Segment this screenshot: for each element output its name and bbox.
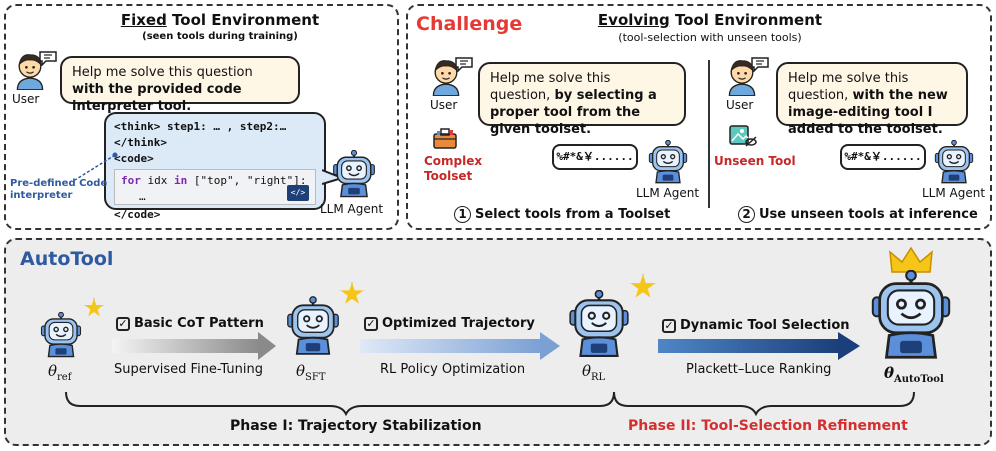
fixed-user-bubble: Help me solve this question with the pro…	[60, 56, 300, 114]
arrow-sft	[112, 332, 276, 360]
unseen-tool-label: Unseen Tool	[714, 154, 796, 168]
checkbox-icon: ✓	[116, 317, 130, 331]
predefined-label: Pre-defined Code interpreter	[10, 178, 108, 201]
evolving-env-subtitle: (tool-selection with unseen tools)	[618, 31, 802, 44]
right-user-bubble: Help me solve this question, with the ne…	[776, 62, 968, 137]
evolving-env-title: Evolving Tool Environment	[580, 11, 840, 29]
theta-sft: θSFT	[296, 362, 326, 383]
label-sft: Supervised Fine-Tuning	[114, 362, 263, 377]
phase2-bracket	[613, 391, 915, 417]
bubble-bold: with the provided code interpreter tool.	[72, 82, 242, 114]
code-kw-for: for	[121, 174, 141, 187]
theta-sub: SFT	[305, 372, 326, 383]
autotool-title: AutoTool	[20, 248, 114, 270]
theta-rl: θRL	[582, 362, 605, 383]
left-agent-reply: %#*&￥......	[552, 144, 638, 170]
theta-symbol: θ	[48, 362, 58, 380]
toolbox-icon	[433, 128, 457, 149]
fixed-env-panel	[4, 4, 399, 230]
theta-symbol: θ	[884, 364, 895, 382]
code-file-icon: </>	[287, 185, 309, 201]
code-line-for: for idx in ["top", "right"]:	[121, 173, 309, 189]
user-label-right: User	[726, 98, 754, 112]
check-optimized-trajectory: ✓ Optimized Trajectory	[364, 316, 535, 331]
right-bubble-plain: Help me solve this question,	[788, 71, 909, 103]
evolving-divider	[708, 60, 710, 208]
check-dynamic-tool-selection: ✓ Dynamic Tool Selection	[662, 318, 850, 333]
code-kw-in: in	[174, 174, 188, 187]
caption-text-1: Select tools from a Toolset	[475, 207, 671, 222]
check-basic-cot: ✓ Basic CoT Pattern	[116, 316, 264, 331]
checkbox-icon: ✓	[364, 317, 378, 331]
right-bubble-bold: with the new image-editing tool I added …	[788, 88, 948, 137]
agent-label: LLM Agent	[320, 202, 384, 216]
theta-autotool: θAutoTool	[884, 364, 944, 385]
fixed-title-bold: Fixed	[120, 11, 167, 29]
left-bubble-plain: Help me solve this question,	[490, 71, 611, 103]
crown-icon	[889, 246, 933, 273]
think-line: <think> step1: … , step2:… </think>	[114, 120, 287, 149]
phase1-label: Phase I: Trajectory Stabilization	[230, 418, 482, 434]
agent-label-right: LLM Agent	[922, 186, 986, 200]
complex-toolset-label: Complex Toolset	[424, 154, 483, 183]
check-text: Dynamic Tool Selection	[680, 318, 850, 333]
theta-sub: RL	[591, 372, 606, 383]
theta-symbol: θ	[296, 362, 306, 380]
left-bubble-bold: by selecting a proper tool from the give…	[490, 88, 657, 137]
bubble-plain: Help me solve this question	[72, 65, 253, 80]
phase1-bracket	[65, 391, 615, 417]
code-line-ellipsis: …	[139, 190, 146, 203]
caption-number-1: 1	[454, 206, 471, 223]
checkbox-icon: ✓	[662, 319, 676, 333]
predefined-pointer	[74, 152, 118, 181]
check-text: Optimized Trajectory	[382, 316, 535, 331]
right-caption: 2 Use unseen tools at inference	[738, 206, 978, 223]
theta-symbol: θ	[582, 362, 592, 380]
check-text: Basic CoT Pattern	[134, 316, 264, 331]
code-snippet-box: for idx in ["top", "right"]: … </>	[114, 169, 316, 205]
theta-ref: θref	[48, 362, 71, 383]
phase2-label: Phase II: Tool-Selection Refinement	[628, 418, 908, 434]
label-rl: RL Policy Optimization	[380, 362, 526, 377]
challenge-title: Challenge	[416, 13, 523, 35]
label-pl: Plackett–Luce Ranking	[686, 362, 832, 377]
agent-label-left: LLM Agent	[636, 186, 700, 200]
caption-number-2: 2	[738, 206, 755, 223]
left-user-bubble: Help me solve this question, by selectin…	[478, 62, 686, 137]
code-open-tag: <code>	[114, 152, 154, 165]
caption-text-2: Use unseen tools at inference	[759, 207, 978, 222]
left-caption: 1 Select tools from a Toolset	[454, 206, 670, 223]
evolving-env-panel	[406, 4, 992, 230]
code-rest: ["top", "right"]:	[187, 174, 307, 187]
code-close-tag: </code>	[114, 208, 161, 221]
arrow-rl	[360, 332, 560, 360]
user-label-left: User	[430, 98, 458, 112]
theta-sub: AutoTool	[894, 374, 944, 385]
user-label: User	[12, 92, 40, 106]
theta-sub: ref	[57, 372, 72, 383]
image-edit-icon	[729, 125, 757, 147]
arrow-autotool	[658, 332, 860, 360]
right-agent-reply: %#*&￥......	[840, 144, 926, 170]
evolving-title-bold: Evolving	[597, 11, 670, 29]
evolving-title-rest: Tool Environment	[669, 11, 823, 29]
fixed-title-rest: Tool Environment	[166, 11, 320, 29]
code-bubble: <think> step1: … , step2:… </think> <cod…	[104, 112, 326, 221]
code-var: idx	[140, 174, 174, 187]
fixed-env-subtitle: (seen tools during training)	[142, 31, 298, 42]
fixed-env-title: Fixed Tool Environment	[90, 11, 350, 29]
